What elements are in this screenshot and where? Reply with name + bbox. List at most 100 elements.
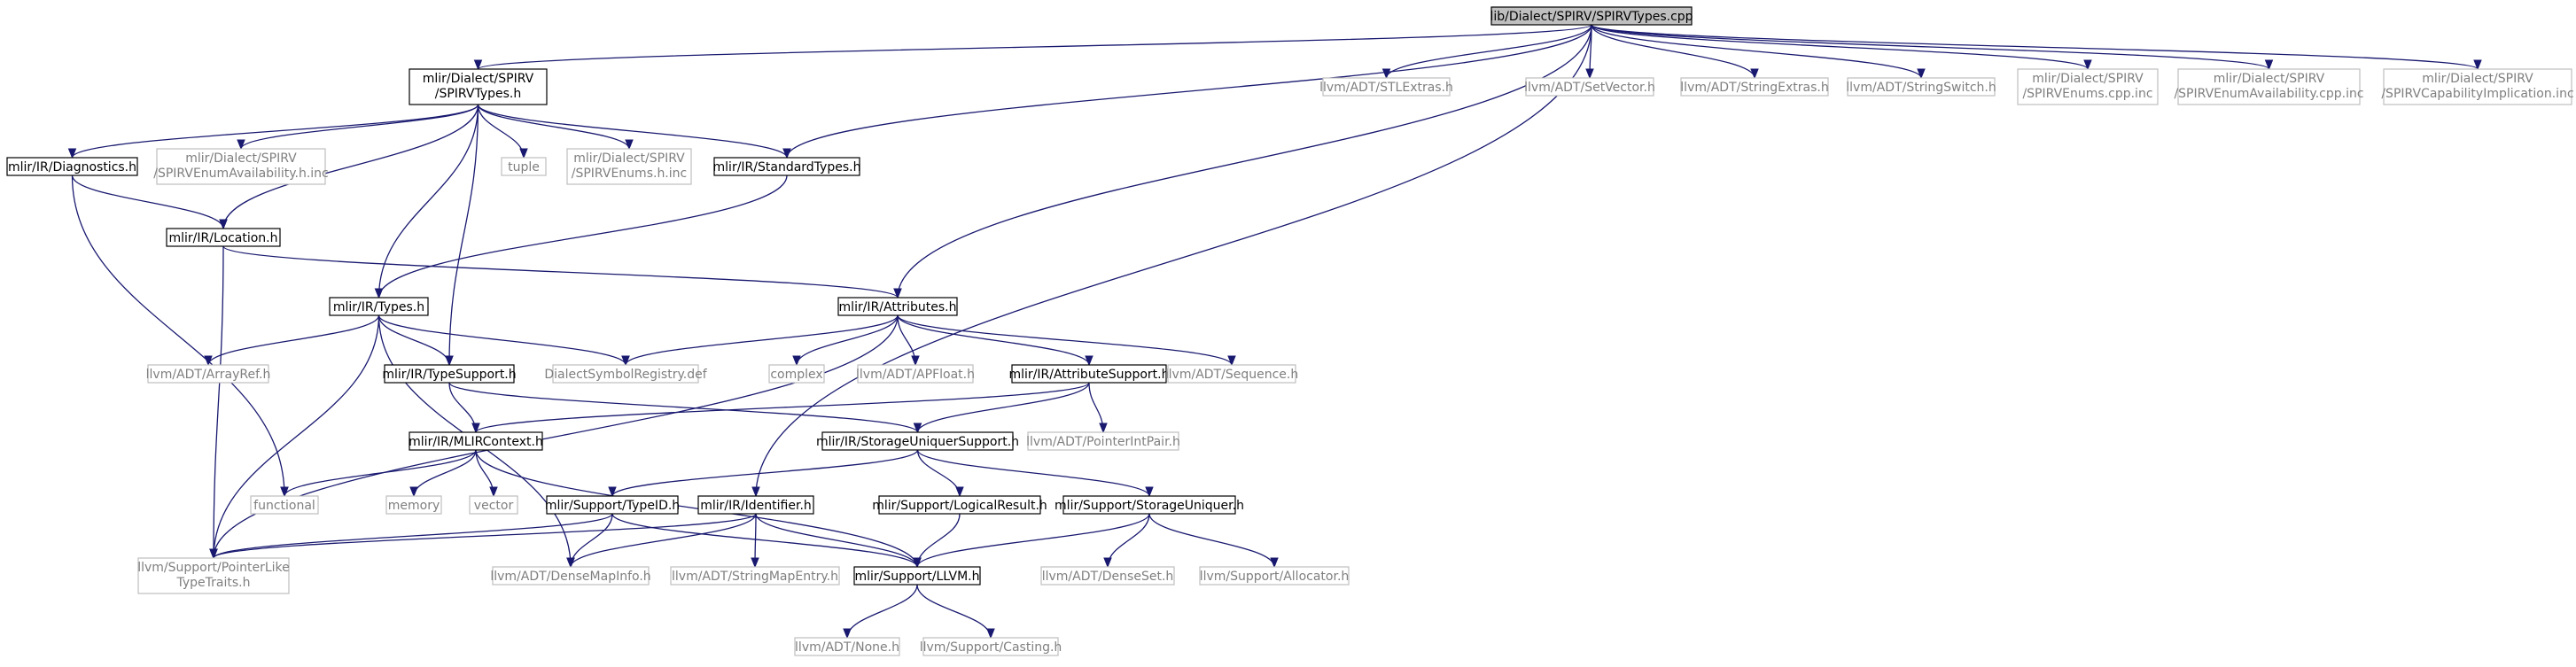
arrowhead [1917, 68, 1926, 80]
edge-line [916, 449, 1150, 497]
arrowhead [67, 148, 77, 159]
edge-line [1385, 24, 1592, 79]
node-dialectsymbolregistry-def[interactable]: DialectSymbolRegistry.def [544, 364, 708, 384]
edge-line [71, 175, 285, 497]
node-mlir-ir-types-h[interactable]: mlir/IR/Types.h [329, 297, 429, 316]
arrowhead [237, 139, 245, 151]
node-mlir-dialect-spirv-spirvcapabilityimplication-inc[interactable]: mlir/Dialect/SPIRV/SPIRVCapabilityImplic… [2381, 68, 2574, 105]
node-functional[interactable]: functional [250, 495, 319, 515]
node-vector[interactable]: vector [469, 495, 518, 515]
arrowhead [608, 486, 617, 498]
edge-line [477, 104, 525, 159]
edge-storageuniquer-to-denseset [1103, 513, 1150, 569]
node-mlir-ir-attributes-h[interactable]: mlir/IR/Attributes.h [837, 297, 958, 316]
node-mlir-ir-identifier-h[interactable]: mlir/IR/Identifier.h [697, 495, 814, 515]
node-mlir-dialect-spirv-spirvenums-cpp-inc[interactable]: mlir/Dialect/SPIRV/SPIRVEnums.cpp.inc [2017, 68, 2159, 105]
node-llvm-support-allocator-h[interactable]: llvm/Support/Allocator.h [1199, 566, 1350, 586]
node-lib-dialect-spirv-spirvtypes-cpp[interactable]: lib/Dialect/SPIRV/SPIRVTypes.cpp [1490, 6, 1693, 26]
edge-line [846, 584, 918, 639]
node-label: vector [474, 499, 514, 513]
node-complex[interactable]: complex [768, 364, 825, 384]
node-mlir-support-typeid-h[interactable]: mlir/Support/TypeID.h [545, 495, 680, 515]
node-box [1011, 364, 1167, 384]
edge-types-to-arrayref [204, 314, 380, 367]
node-mlir-support-logicalresult-h[interactable]: mlir/Support/LogicalResult.h [872, 495, 1047, 515]
edge-attrsupport-to-mlircontext [471, 382, 1090, 434]
node-mlir-ir-mlircontext-h[interactable]: mlir/IR/MLIRContext.h [409, 431, 543, 451]
node-box [794, 637, 900, 656]
edge-root-to-stringswitch [1591, 24, 1926, 80]
node-label: llvm/ADT/StringMapEntry.h [672, 570, 838, 584]
node-box [1525, 77, 1654, 97]
node-mlir-support-storageuniquer-h[interactable]: mlir/Support/StorageUniquer.h [1055, 495, 1244, 515]
edge-root-to-attributes [893, 24, 1592, 299]
node-mlir-support-llvm-h[interactable]: mlir/Support/LLVM.h [853, 566, 981, 586]
edge-line [213, 245, 224, 559]
edge-sus-to-logicalresult [916, 449, 964, 498]
edge-line [222, 104, 479, 229]
node-label: /SPIRVEnums.h.inc [572, 167, 687, 181]
node-mlir-ir-location-h[interactable]: mlir/IR/Location.h [166, 228, 281, 247]
node-llvm-adt-apfloat-h[interactable]: llvm/ADT/APFloat.h [856, 364, 975, 384]
node-mlir-ir-attributesupport-h[interactable]: mlir/IR/AttributeSupport.h [1009, 364, 1170, 384]
edge-line [477, 24, 1592, 70]
node-llvm-adt-stringswitch-h[interactable]: llvm/ADT/StringSwitch.h [1846, 77, 1996, 97]
node-mlir-ir-standardtypes-h[interactable]: mlir/IR/StandardTypes.h [713, 157, 861, 176]
edge-line [897, 24, 1592, 299]
edge-identifier-to-stringmapentry [751, 513, 759, 569]
arrowhead [374, 288, 384, 299]
node-box [1680, 77, 1829, 97]
node-llvm-adt-stringextras-h[interactable]: llvm/ADT/StringExtras.h [1680, 77, 1829, 97]
node-mlir-dialect-spirv-spirvenums-h-inc[interactable]: mlir/Dialect/SPIRV/SPIRVEnums.h.inc [566, 148, 692, 185]
node-mlir-ir-typesupport-h[interactable]: mlir/IR/TypeSupport.h [382, 364, 517, 384]
node-llvm-adt-denseset-h[interactable]: llvm/ADT/DenseSet.h [1040, 566, 1175, 586]
node-box [670, 566, 840, 586]
node-llvm-adt-arrayref-h[interactable]: llvm/ADT/ArrayRef.h [146, 364, 271, 384]
node-box [2383, 68, 2572, 105]
arrowhead [1381, 68, 1391, 80]
node-mlir-dialect-spirv-spirvenumavailability-cpp-inc[interactable]: mlir/Dialect/SPIRV/SPIRVEnumAvailability… [2174, 68, 2364, 105]
node-mlir-ir-storageuniquersupport-h[interactable]: mlir/IR/StorageUniquerSupport.h [816, 431, 1019, 451]
node-llvm-adt-stlextras-h[interactable]: llvm/ADT/STLExtras.h [1319, 77, 1453, 97]
arrowhead [893, 288, 902, 299]
node-mlir-dialect-spirv-spirvenumavailability-h-inc[interactable]: mlir/Dialect/SPIRV/SPIRVEnumAvailability… [153, 148, 329, 185]
arrowhead [1270, 557, 1279, 569]
edge-line [213, 513, 757, 559]
node-label: mlir/IR/StorageUniquerSupport.h [816, 435, 1019, 449]
node-label: mlir/IR/Location.h [169, 231, 278, 245]
node-box [329, 297, 429, 316]
node-box [853, 566, 981, 586]
node-llvm-adt-sequence-h[interactable]: llvm/ADT/Sequence.h [1165, 364, 1298, 384]
node-box [837, 297, 958, 316]
edge-sus-to-storageuniquer [916, 449, 1154, 498]
node-box [697, 495, 814, 515]
node-mlir-ir-diagnostics-h[interactable]: mlir/IR/Diagnostics.h [6, 157, 138, 176]
node-memory[interactable]: memory [385, 495, 442, 515]
node-label: mlir/Support/LogicalResult.h [872, 499, 1047, 513]
node-box [166, 228, 281, 247]
node-label: mlir/IR/StandardTypes.h [713, 160, 861, 175]
node-box [566, 148, 692, 185]
arrowhead [1750, 68, 1759, 80]
edge-attributes-to-ptrlike [209, 314, 899, 560]
node-label: memory [388, 499, 440, 513]
node-llvm-support-casting-h[interactable]: llvm/Support/Casting.h [920, 637, 1062, 656]
node-mlir-dialect-spirv-spirvtypes-h[interactable]: mlir/Dialect/SPIRV/SPIRVTypes.h [409, 68, 548, 105]
node-llvm-adt-setvector-h[interactable]: llvm/ADT/SetVector.h [1524, 77, 1655, 97]
node-llvm-adt-densemapinfo-h[interactable]: llvm/ADT/DenseMapInfo.h [490, 566, 651, 586]
node-llvm-adt-pointerintpair-h[interactable]: llvm/ADT/PointerIntPair.h [1026, 431, 1180, 451]
edge-line [1591, 24, 2270, 70]
edge-line [475, 449, 918, 568]
edge-standardtypes-to-types [374, 175, 788, 299]
node-label: llvm/ADT/Sequence.h [1165, 368, 1298, 382]
edge-storageuniquer-to-allocator [1148, 513, 1279, 569]
node-tuple[interactable]: tuple [501, 157, 547, 176]
node-llvm-adt-stringmapentry-h[interactable]: llvm/ADT/StringMapEntry.h [670, 566, 840, 586]
arrowhead [913, 557, 922, 569]
edge-line [284, 449, 477, 497]
edge-llvm_h-to-casting [916, 584, 995, 640]
node-llvm-adt-none-h[interactable]: llvm/ADT/None.h [794, 637, 900, 656]
node-label: lib/Dialect/SPIRV/SPIRVTypes.cpp [1490, 10, 1693, 24]
edge-line [570, 513, 613, 568]
